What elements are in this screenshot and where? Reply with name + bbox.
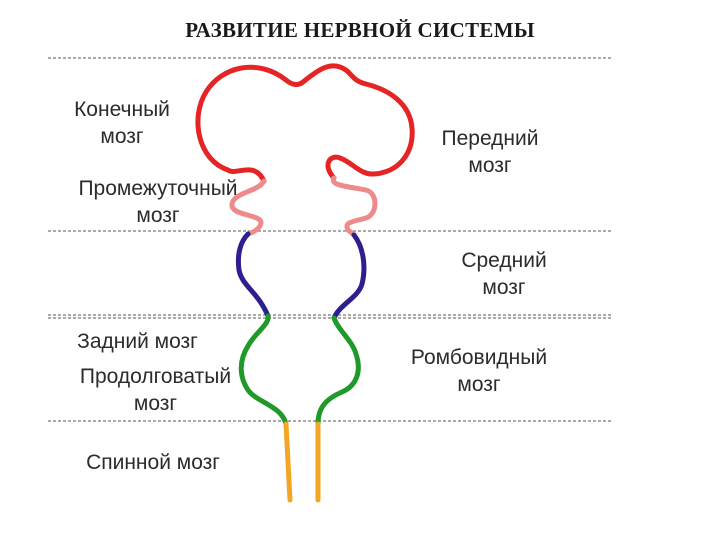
midbrain-left-outline [238,234,268,316]
midbrain-right-outline [334,235,364,318]
label-spinal-cord: Спинной мозг [66,449,240,476]
diencephalon-right-outline [333,178,375,235]
spinal-cord-left-outline [286,424,290,500]
hindbrain-right-outline [318,318,358,424]
label-midbrain: Средний мозг [448,247,560,301]
label-diencephalon: Промежуточный мозг [58,175,258,229]
label-telencephalon: Конечный мозг [60,96,184,150]
telencephalon-outline [198,66,412,181]
label-rhombencephalon: Ромбовидный мозг [392,344,566,398]
label-forebrain: Передний мозг [428,125,552,179]
label-medulla: Продолговатый мозг [58,363,253,417]
label-hindbrain: Задний мозг [60,328,215,355]
